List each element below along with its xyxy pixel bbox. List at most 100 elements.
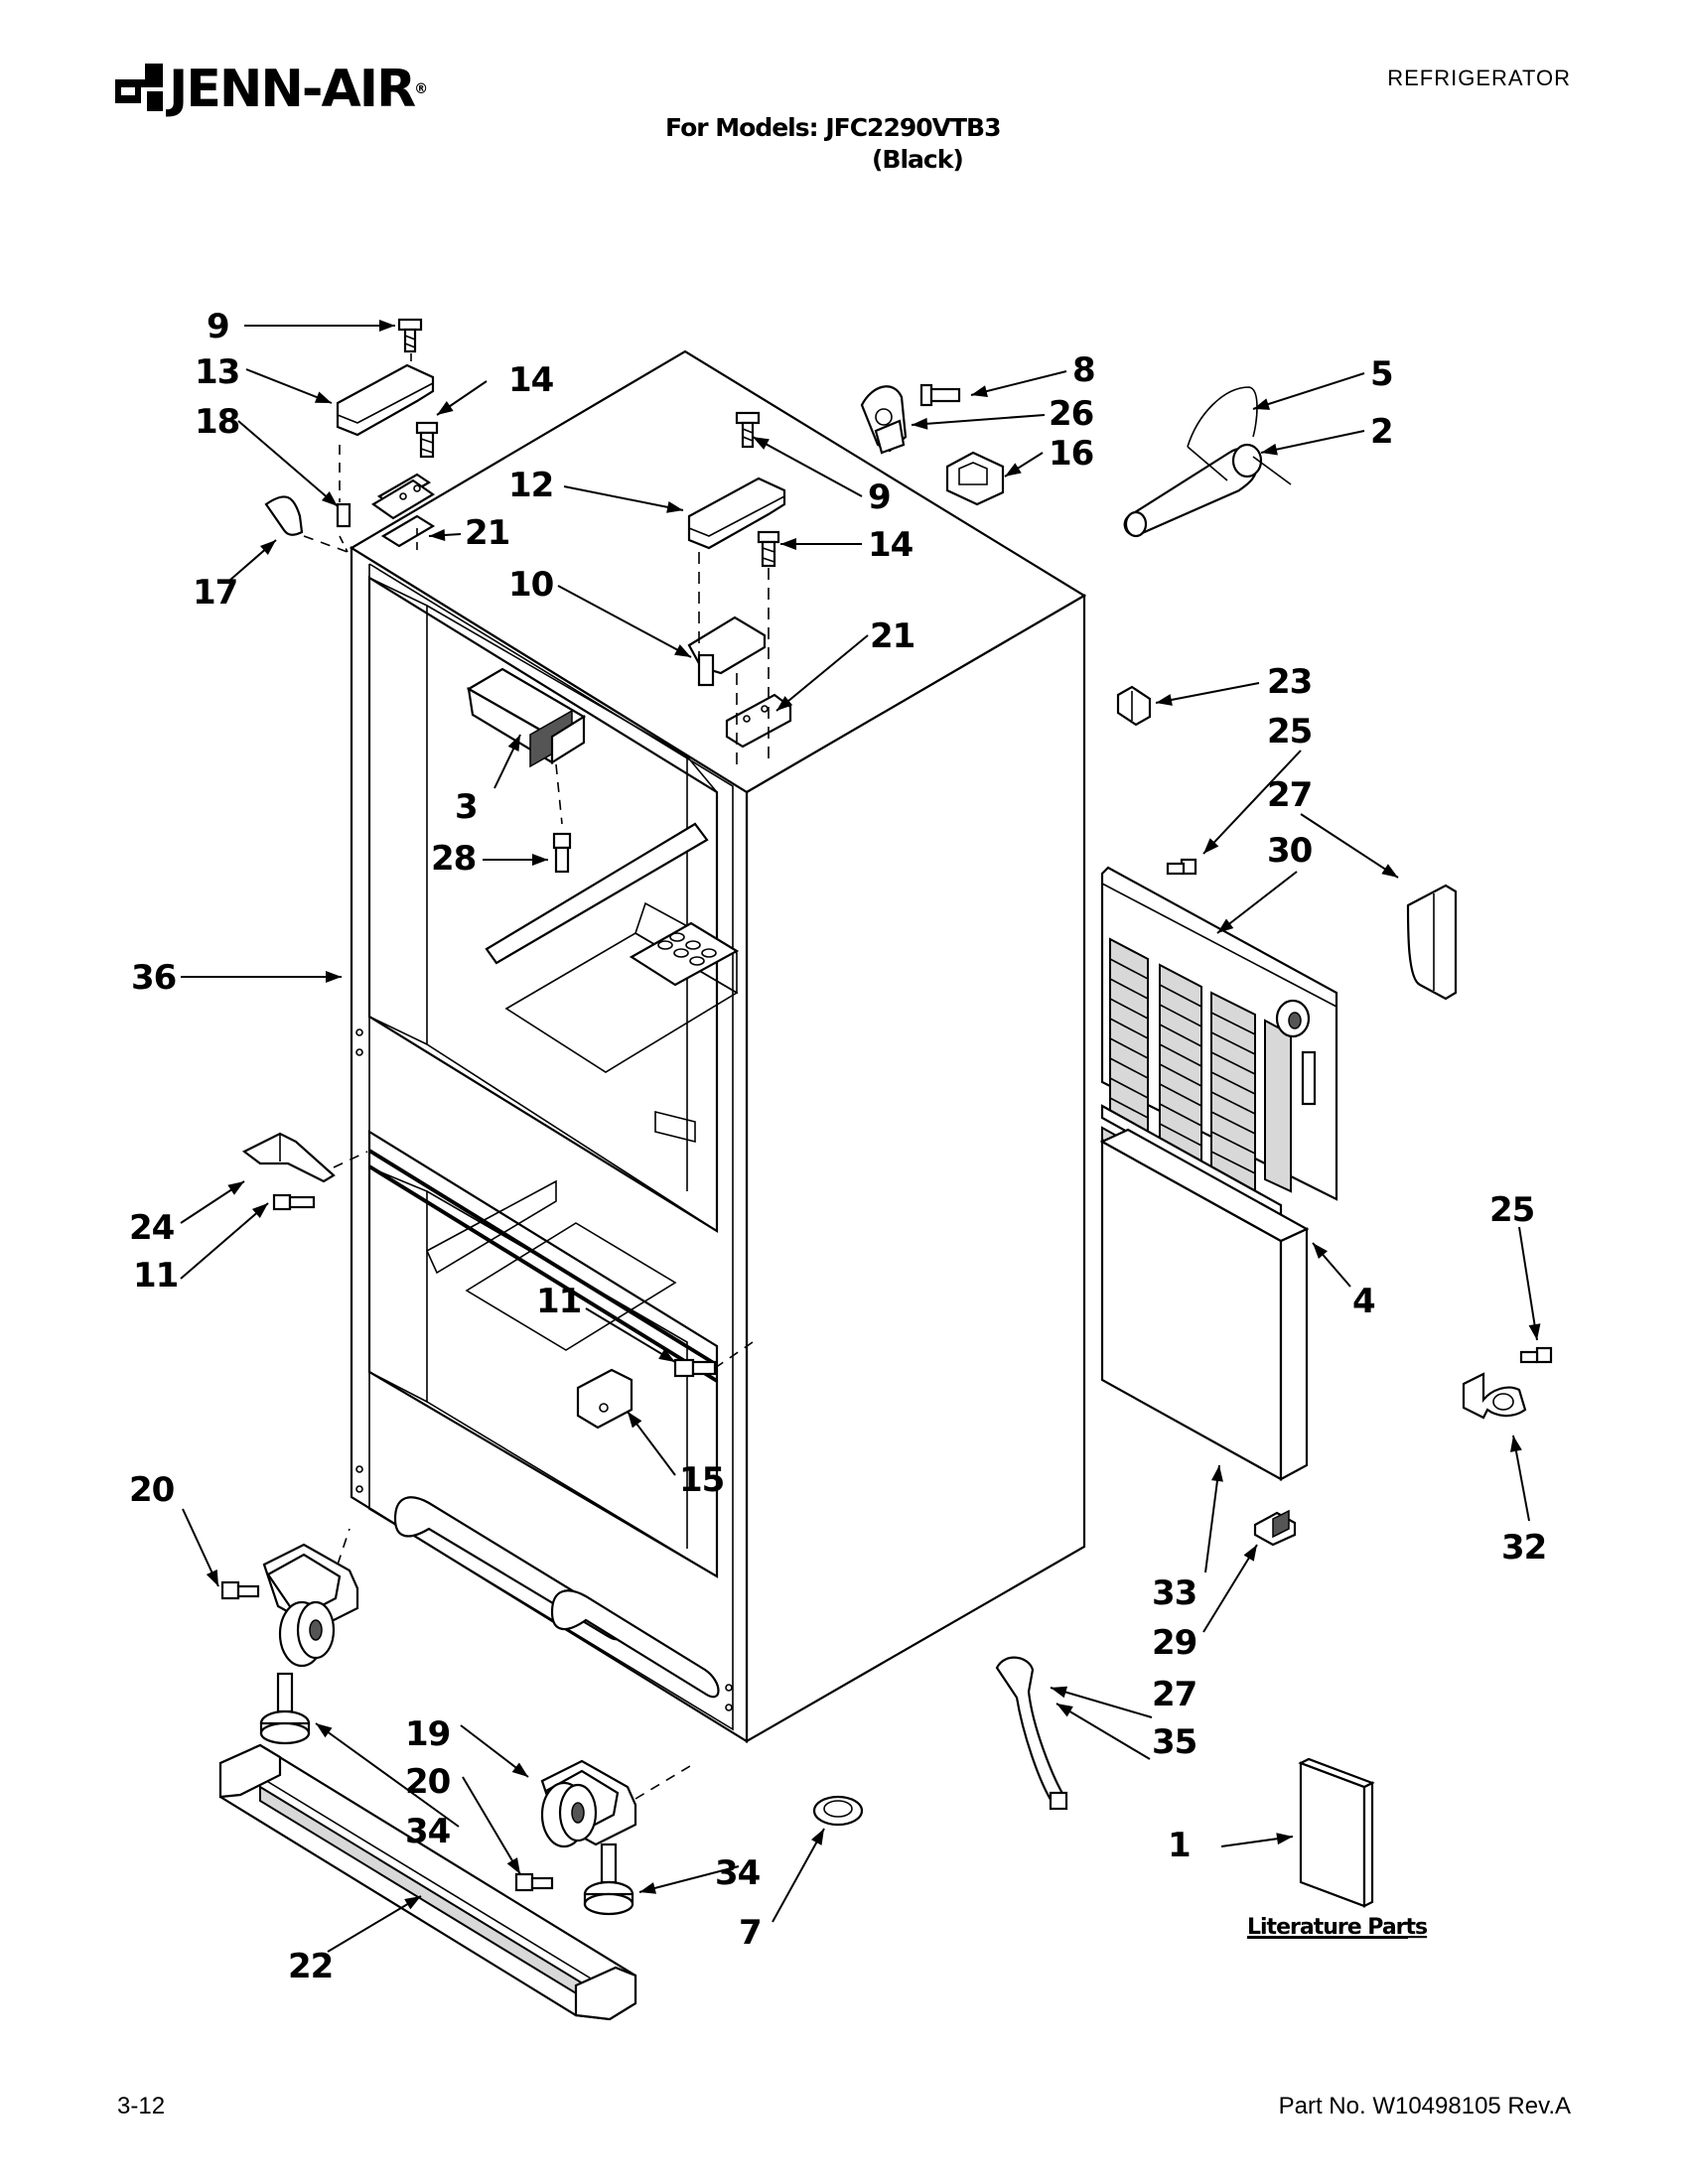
roller-19a	[220, 1543, 359, 1668]
wire-harness-35	[995, 1656, 1068, 1811]
callout-25a: 25	[1267, 712, 1312, 751]
leader-line	[1155, 682, 1260, 704]
callout-35: 35	[1152, 1722, 1196, 1762]
arrowhead-icon	[776, 696, 793, 711]
hinge-cover-12	[687, 477, 786, 550]
arrowhead-icon	[1253, 398, 1271, 410]
callout-28: 28	[431, 839, 476, 879]
callout-23: 23	[1267, 662, 1312, 702]
hinge-pin	[336, 502, 352, 528]
callout-12: 12	[508, 466, 553, 505]
cabinet-assembly	[349, 349, 1087, 1743]
callout-4: 4	[1352, 1282, 1375, 1321]
arrowhead-icon	[971, 385, 988, 397]
callout-20a: 20	[129, 1470, 175, 1510]
arrowhead-icon	[532, 854, 548, 866]
callout-11a: 11	[133, 1256, 178, 1296]
arrowhead-icon	[639, 1882, 656, 1894]
leader-line	[1055, 1703, 1151, 1760]
base-vent-right	[550, 1589, 720, 1699]
arrowhead-icon	[1210, 1465, 1223, 1482]
callout-21b: 21	[870, 616, 914, 656]
shelf-rail	[485, 822, 709, 965]
screw-9-icon	[397, 318, 423, 353]
callout-14a: 14	[508, 360, 554, 400]
callout-16: 16	[1049, 434, 1093, 474]
arrowhead-icon	[780, 538, 796, 550]
hinge-shim-21b	[725, 693, 792, 749]
arrowhead-icon	[674, 644, 691, 657]
callout-22: 22	[288, 1947, 333, 1986]
brand-mark-icon	[115, 64, 163, 111]
arrowhead-icon	[628, 1412, 642, 1429]
callout-19: 19	[405, 1714, 450, 1754]
arrowhead-icon	[1243, 1545, 1257, 1562]
arrowhead-icon	[658, 1348, 675, 1362]
callout-9b: 9	[868, 478, 891, 517]
leader-line	[970, 370, 1067, 396]
leader-line	[1204, 1464, 1220, 1573]
leader-line	[1300, 813, 1399, 879]
callout-24: 24	[129, 1208, 175, 1248]
leader-line	[772, 1828, 825, 1923]
arrowhead-icon	[1217, 918, 1234, 933]
literature-parts-1	[1298, 1757, 1375, 1908]
water-tube-5	[1123, 386, 1292, 538]
leader-line	[911, 414, 1046, 426]
leader-line	[1202, 1544, 1258, 1633]
screw-20a-icon	[220, 1580, 260, 1600]
callout-27b: 27	[1152, 1675, 1196, 1714]
leader-line	[1216, 871, 1298, 934]
bracket-24	[241, 1132, 336, 1183]
arrowhead-icon	[316, 1723, 333, 1738]
callout-8: 8	[1072, 350, 1095, 390]
callout-32: 32	[1501, 1528, 1546, 1568]
leader-line	[462, 1776, 521, 1875]
leader-line	[1050, 1687, 1153, 1718]
clip-29	[1253, 1509, 1297, 1547]
screw-25a-icon	[1166, 858, 1197, 876]
callout-10: 10	[508, 565, 554, 605]
callout-26: 26	[1049, 394, 1093, 434]
literature-parts-label: Literature Parts	[1247, 1915, 1428, 1940]
callout-7: 7	[739, 1913, 762, 1953]
document-type: REFRIGERATOR	[1387, 66, 1571, 90]
screw-14b-icon	[757, 530, 780, 568]
top-hinge-center	[687, 411, 792, 764]
callout-27a: 27	[1267, 775, 1312, 815]
control-housing-3	[466, 667, 587, 874]
models-line: For Models: JFC2290VTB3	[665, 113, 1001, 142]
arrowhead-icon	[753, 437, 770, 450]
callout-11b: 11	[536, 1282, 581, 1321]
callout-33: 33	[1152, 1573, 1196, 1613]
screw-25b-icon	[1519, 1346, 1553, 1364]
leader-line	[1260, 430, 1365, 454]
callout-30: 30	[1267, 831, 1313, 871]
access-panel-33	[1099, 1128, 1310, 1481]
shim-17	[264, 495, 304, 536]
arrowhead-icon	[912, 417, 928, 430]
arrowhead-icon	[379, 320, 395, 332]
clip-16	[945, 451, 1005, 506]
base-grille-22	[218, 1743, 637, 2021]
callout-2: 2	[1370, 412, 1393, 452]
leveling-leg-34b	[583, 1843, 634, 1916]
arrowhead-icon	[314, 391, 332, 403]
arrowhead-icon	[666, 500, 683, 513]
arrowhead-icon	[1156, 694, 1173, 706]
bracket-27a	[1406, 884, 1458, 1001]
leader-line	[315, 1722, 460, 1828]
callout-3: 3	[455, 787, 478, 827]
arrowhead-icon	[227, 1181, 244, 1195]
leader-line	[180, 1202, 269, 1280]
leader-line	[237, 420, 339, 507]
arrowhead-icon	[506, 1857, 520, 1874]
arrowhead-icon	[206, 1569, 218, 1586]
arrowhead-icon	[437, 401, 454, 415]
leader-line	[1518, 1226, 1538, 1341]
arrowhead-icon	[404, 1896, 421, 1910]
callout-29: 29	[1152, 1623, 1196, 1663]
hinge-cover-13	[336, 363, 435, 437]
